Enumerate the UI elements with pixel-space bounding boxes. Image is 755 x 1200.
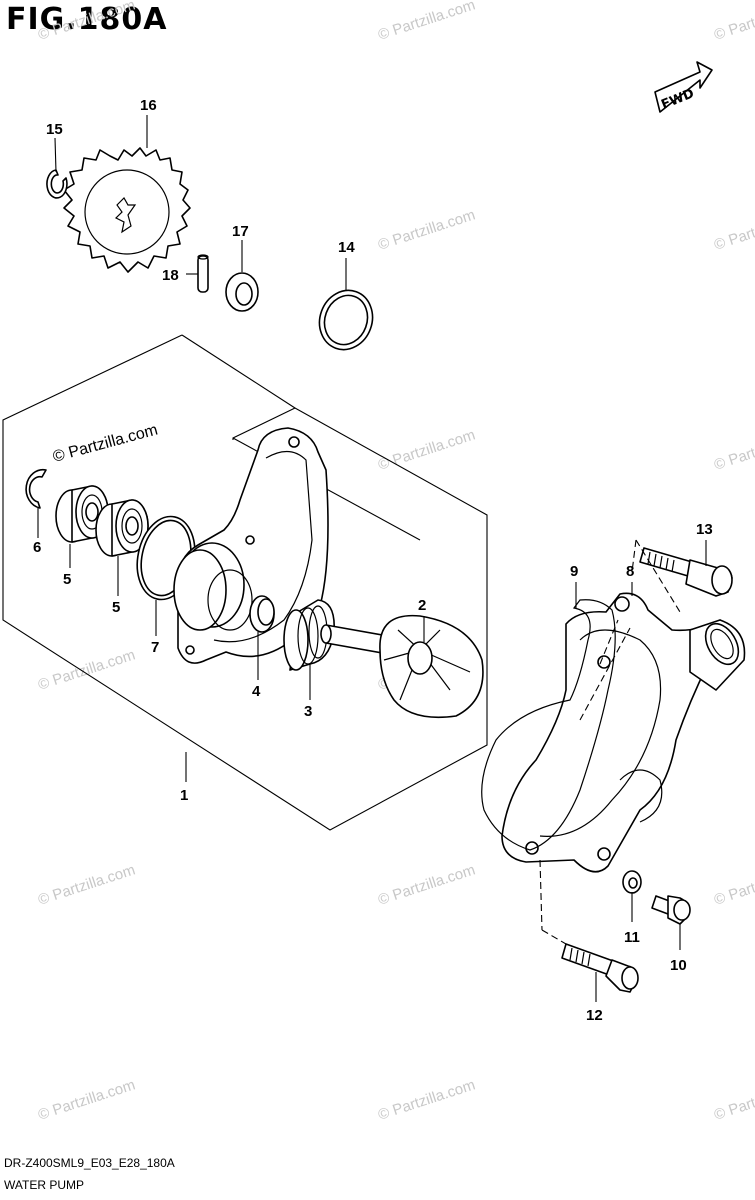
watermark: © Partzilla.com <box>712 861 755 908</box>
callout-18: 18 <box>162 267 179 284</box>
circlip-6 <box>25 468 47 509</box>
pin-18 <box>197 254 209 293</box>
leader-lines <box>37 115 707 1002</box>
callout-11: 11 <box>624 929 640 946</box>
callout-5b: 5 <box>112 599 120 616</box>
watermark: © Partzilla.com <box>36 861 137 908</box>
figure-name: WATER PUMP <box>4 1178 84 1192</box>
callout-14: 14 <box>338 239 355 256</box>
bolt-13 <box>639 547 733 597</box>
watermark: © Partzilla.com <box>376 0 477 44</box>
bolt-10 <box>651 895 691 925</box>
watermark: © Partzilla.com <box>712 0 755 44</box>
callout-1: 1 <box>180 787 188 804</box>
impeller-2 <box>320 614 484 719</box>
watermark: © Partzilla.com <box>376 206 477 253</box>
washer-11 <box>622 870 642 894</box>
watermark: © Partzilla.com <box>376 861 477 908</box>
figure-title: FIG.180A <box>6 2 168 37</box>
watermark: © Partzilla.com <box>36 0 137 44</box>
callout-17: 17 <box>232 223 249 240</box>
mechanical-seal-3 <box>283 599 335 671</box>
callout-10: 10 <box>670 957 687 974</box>
pump-cover-8 <box>501 592 746 873</box>
callout-3: 3 <box>304 703 312 720</box>
watermark: © Partzilla.com <box>376 426 477 473</box>
figure-code: DR-Z400SML9_E03_E28_180A <box>4 1156 175 1170</box>
circlip-15 <box>46 169 68 199</box>
assembly-box <box>2 334 488 831</box>
callout-12: 12 <box>586 1007 603 1024</box>
watermark: © Partzilla.com <box>36 646 137 693</box>
callout-2: 2 <box>418 597 426 614</box>
washer-17 <box>225 272 259 312</box>
watermark: © Partzilla.com <box>712 206 755 253</box>
callout-6: 6 <box>33 539 41 556</box>
callout-15: 15 <box>46 121 63 138</box>
callouts: 16 15 17 18 14 6 5 5 7 4 3 2 1 9 8 13 11… <box>33 97 713 1024</box>
fwd-arrow-icon: FWD <box>654 61 713 113</box>
o-ring-14 <box>318 289 374 351</box>
pump-body <box>173 427 329 664</box>
callout-4: 4 <box>252 683 261 700</box>
bearing-5-right <box>95 499 149 557</box>
callout-9: 9 <box>570 563 578 580</box>
watermark: © Partzilla.com <box>712 426 755 473</box>
callout-5a: 5 <box>63 571 71 588</box>
gasket-9 <box>481 599 616 851</box>
oil-seal-4 <box>249 595 275 633</box>
watermark: © Partzilla.com <box>712 1076 755 1123</box>
bolt-12 <box>561 943 639 993</box>
watermark: © Partzilla.com <box>376 1076 477 1123</box>
watermark: © Partzilla.com <box>36 1076 137 1123</box>
callout-13: 13 <box>696 521 713 538</box>
callout-7: 7 <box>151 639 159 656</box>
callout-8: 8 <box>626 563 634 580</box>
gear-16 <box>63 147 191 273</box>
callout-16: 16 <box>140 97 157 114</box>
